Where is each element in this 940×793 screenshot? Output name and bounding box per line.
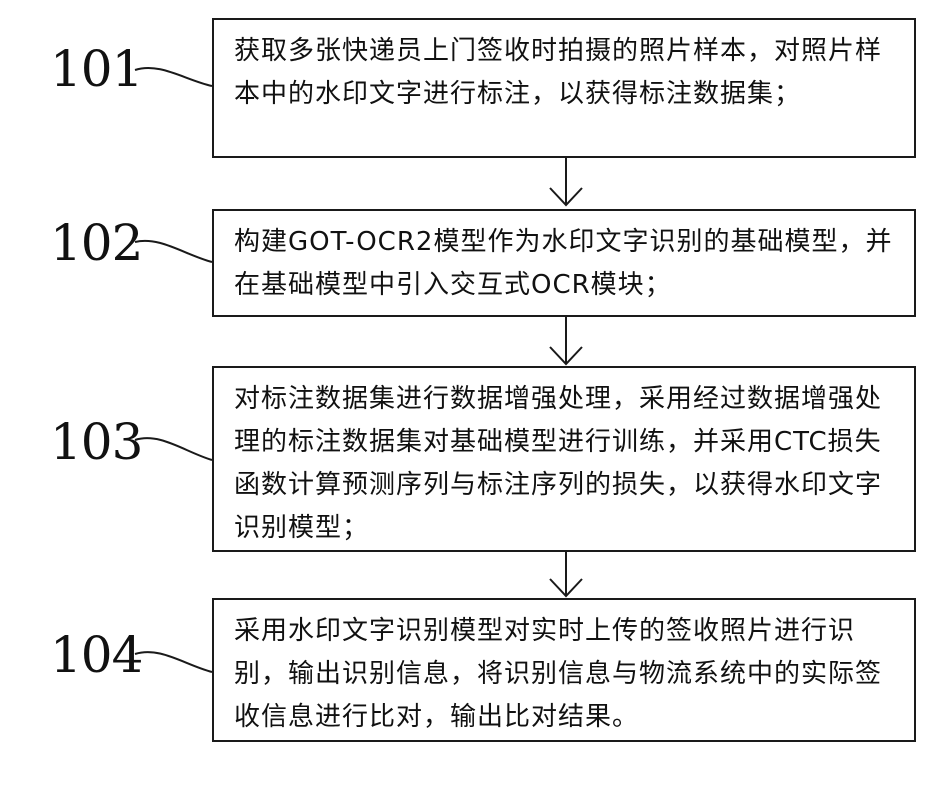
arrow-103-to-104	[550, 552, 582, 596]
step-text-101: 获取多张快递员上门签收时拍摄的照片样本，对照片样本中的水印文字进行标注，以获得标…	[234, 30, 896, 116]
step-box-104: 采用水印文字识别模型对实时上传的签收照片进行识别，输出识别信息，将识别信息与物流…	[212, 598, 916, 742]
step-label-104: 104	[50, 630, 142, 680]
step-box-103: 对标注数据集进行数据增强处理，采用经过数据增强处理的标注数据集对基础模型进行训练…	[212, 366, 916, 552]
leader-line-102	[135, 241, 212, 262]
step-label-103: 103	[50, 417, 142, 467]
arrow-101-to-102	[550, 158, 582, 205]
leader-line-101	[135, 68, 212, 86]
step-text-102: 构建GOT-OCR2模型作为水印文字识别的基础模型，并在基础模型中引入交互式OC…	[234, 221, 896, 307]
arrow-102-to-103	[550, 317, 582, 364]
step-label-102: 102	[50, 218, 142, 268]
step-box-101: 获取多张快递员上门签收时拍摄的照片样本，对照片样本中的水印文字进行标注，以获得标…	[212, 18, 916, 158]
step-box-102: 构建GOT-OCR2模型作为水印文字识别的基础模型，并在基础模型中引入交互式OC…	[212, 209, 916, 317]
step-text-103: 对标注数据集进行数据增强处理，采用经过数据增强处理的标注数据集对基础模型进行训练…	[234, 378, 896, 550]
leader-line-103	[135, 438, 212, 460]
step-label-101: 101	[50, 44, 142, 94]
leader-line-104	[135, 652, 212, 672]
step-text-104: 采用水印文字识别模型对实时上传的签收照片进行识别，输出识别信息，将识别信息与物流…	[234, 610, 896, 739]
